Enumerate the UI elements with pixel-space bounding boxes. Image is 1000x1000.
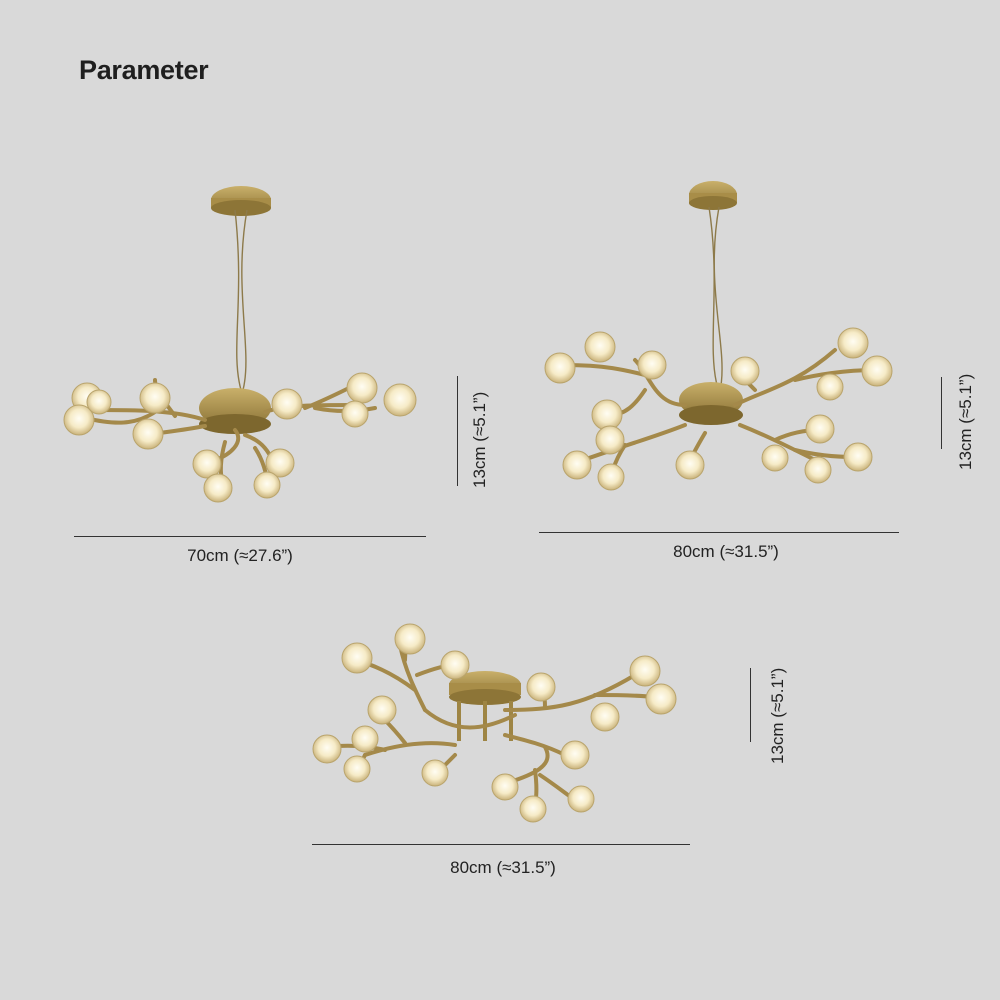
width-dimension-line-2 xyxy=(539,532,899,533)
ceiling-light-image-3 xyxy=(312,623,677,823)
width-dimension-line-1 xyxy=(74,536,426,537)
height-dimension-line-3 xyxy=(750,668,751,742)
width-label-3: 80cm (≈31.5”) xyxy=(450,858,556,877)
height-label-3: 13cm (≈5.1”) xyxy=(768,667,787,764)
page-title: Parameter xyxy=(79,55,209,85)
height-label-1: 13cm (≈5.1”) xyxy=(470,391,489,488)
height-label-2: 13cm (≈5.1”) xyxy=(956,373,975,470)
height-dimension-line-1 xyxy=(457,376,458,486)
height-dimension-line-2 xyxy=(941,377,942,449)
width-label-2: 80cm (≈31.5”) xyxy=(673,542,779,561)
chandelier-image-1 xyxy=(63,186,417,503)
width-dimension-line-3 xyxy=(312,844,690,845)
width-label-1: 70cm (≈27.6”) xyxy=(187,546,293,565)
chandelier-image-2 xyxy=(544,181,893,491)
